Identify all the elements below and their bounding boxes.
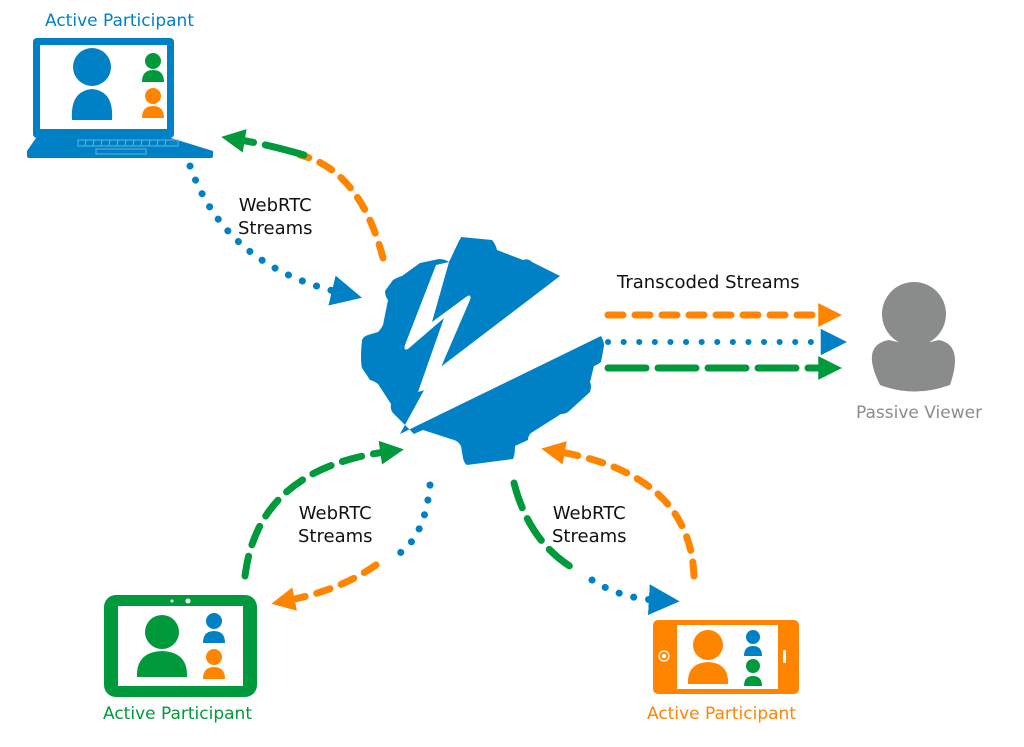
gear-lightning-logo-icon [361,237,604,465]
laptop-downstream-green-dashed [221,129,308,159]
phone-participant-label: Active Participant [647,704,796,724]
laptop-downstream-orange-dashed [296,151,387,262]
small-person-green-icon [142,53,164,82]
transcoded-streams-label: Transcoded Streams [617,272,800,293]
laptop-webrtc-streams [186,129,387,306]
transcoded-streams [604,303,848,380]
tablet-participant-label: Active Participant [103,704,252,724]
main-person-icon [136,615,188,677]
small-person-blue-icon [744,630,762,656]
passive-viewer-icon [871,282,956,392]
main-person-icon [71,48,113,120]
stream-label-line1: WebRTC [298,503,372,524]
passive-viewer-label: Passive Viewer [856,403,983,423]
phone-upstream-green-dashed [510,479,582,575]
phone-webrtc-streams [510,441,698,616]
laptop-stream-label: WebRTC Streams [238,194,313,240]
small-person-orange-icon [203,649,225,679]
phone-device-icon [653,620,799,694]
stream-label-line2: Streams [552,526,627,547]
small-person-blue-icon [203,613,225,643]
stream-label-line1: WebRTC [552,503,626,524]
phone-upstream-blue-dotted [588,576,680,616]
tablet-webrtc-streams [241,440,434,611]
tablet-upstream-green-dashed [241,440,404,580]
main-person-icon [687,630,729,684]
small-person-green-icon [744,659,762,686]
tablet-downstream-orange-dashed [271,561,380,611]
phone-downstream-orange-dashed [541,441,698,580]
stream-label-line2: Streams [238,218,313,239]
small-person-orange-icon [142,88,164,118]
tablet-device-icon [104,595,257,697]
stream-label-line2: Streams [298,526,373,547]
laptop-participant-label: Active Participant [45,11,194,31]
keyboard-icon [77,139,179,155]
phone-stream-label: WebRTC Streams [552,502,627,548]
stream-label-line1: WebRTC [238,195,312,216]
laptop-device-icon [27,38,213,158]
tablet-downstream-blue-dotted [396,481,434,557]
tablet-stream-label: WebRTC Streams [298,502,373,548]
